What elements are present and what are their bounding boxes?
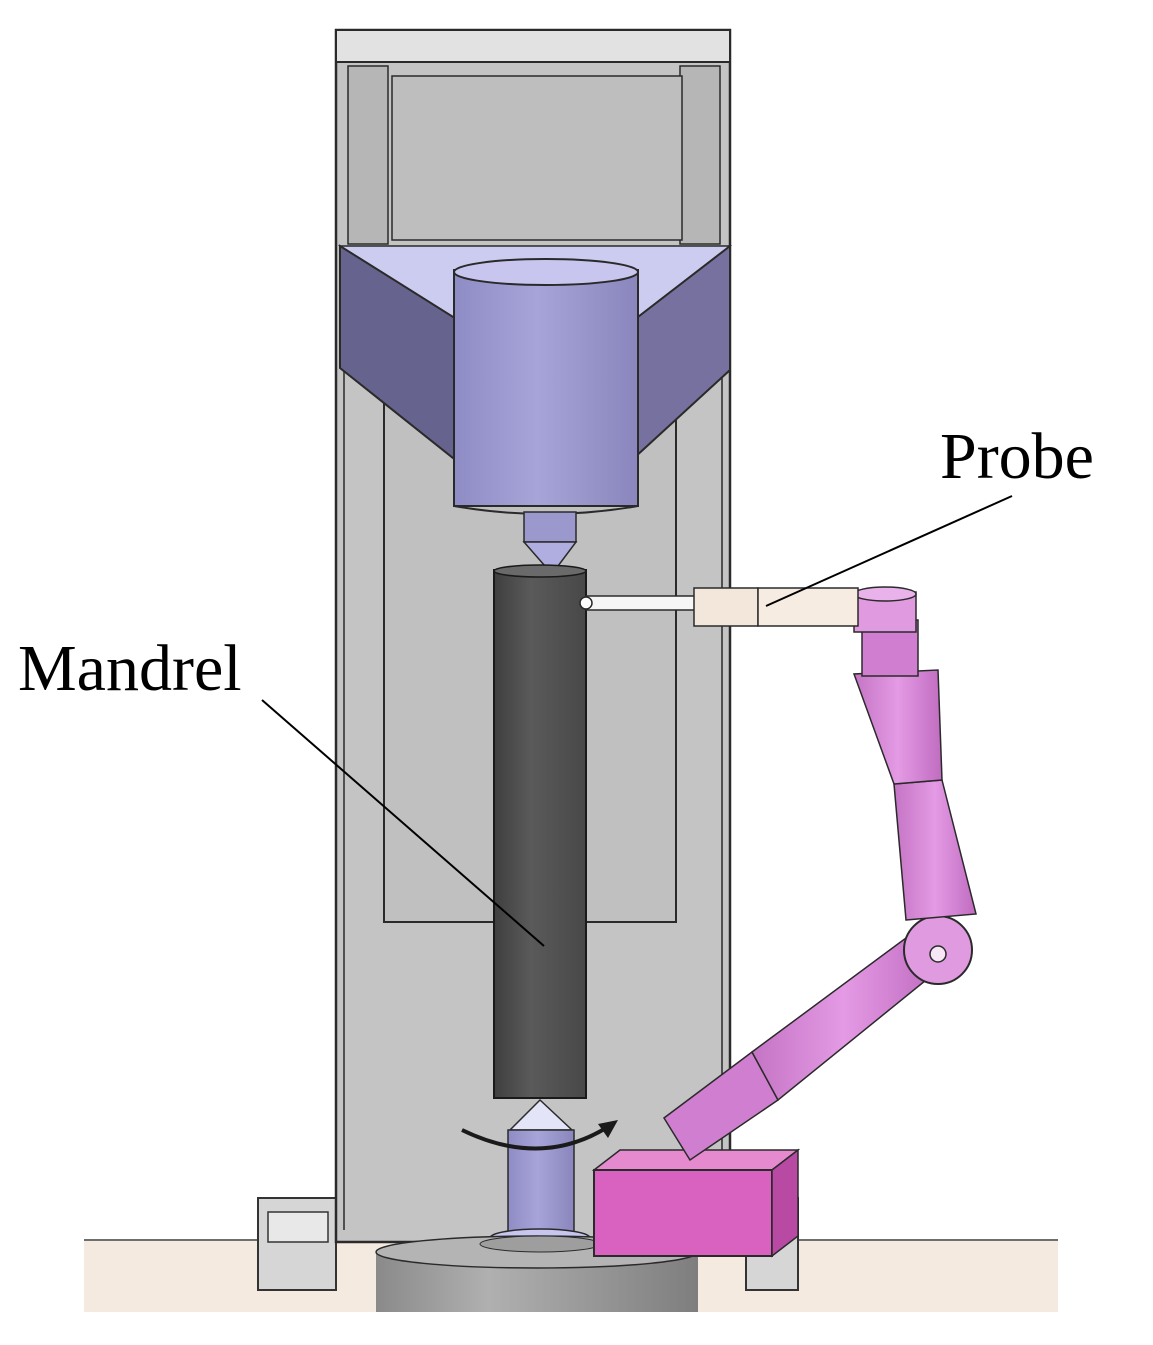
mandrel-leader-line: [261, 699, 545, 947]
rotation-arrow: [461, 1120, 618, 1151]
mandrel: [493, 564, 587, 1099]
articulated-arm: [663, 586, 977, 1162]
probe-label: Probe: [940, 420, 1094, 493]
magnetic-base: [591, 1148, 801, 1258]
spindle-head: [453, 258, 639, 576]
probe: [579, 587, 859, 627]
mandrel-label: Mandrel: [18, 632, 242, 705]
probe-leader-line: [765, 495, 1013, 607]
